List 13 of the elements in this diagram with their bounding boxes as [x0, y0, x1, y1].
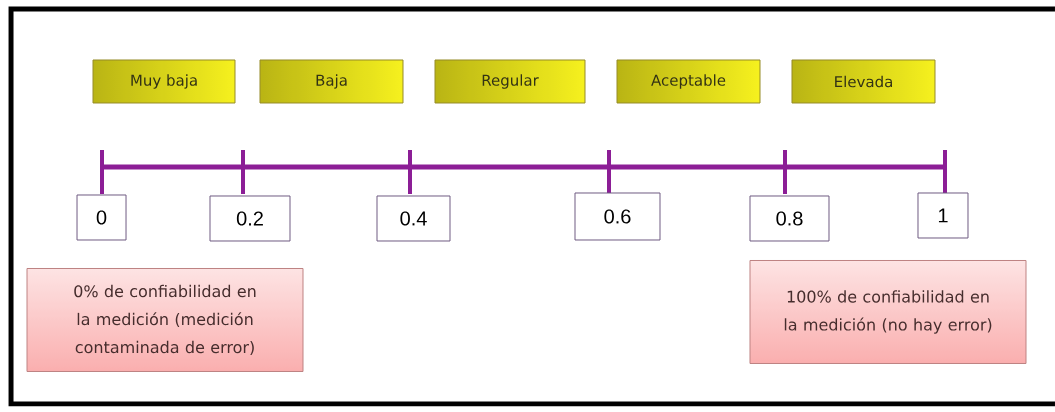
category-box: Regular	[434, 59, 586, 104]
value-box: 0.4	[376, 195, 451, 242]
category-box: Elevada	[791, 59, 936, 104]
value-box: 0.2	[209, 195, 291, 242]
value-box: 0	[76, 194, 127, 241]
note-box: 100% de confiabilidad en la medición (no hay error)	[749, 260, 1027, 364]
category-box: Aceptable	[616, 59, 761, 104]
category-box: Baja	[259, 59, 404, 104]
value-box: 0.6	[574, 192, 661, 241]
note-box: 0% de confiabilidad en la medición (medición contaminada de error)	[26, 268, 304, 372]
category-box: Muy baja	[92, 59, 236, 104]
value-box: 1	[917, 192, 969, 239]
value-box: 0.8	[749, 195, 830, 242]
